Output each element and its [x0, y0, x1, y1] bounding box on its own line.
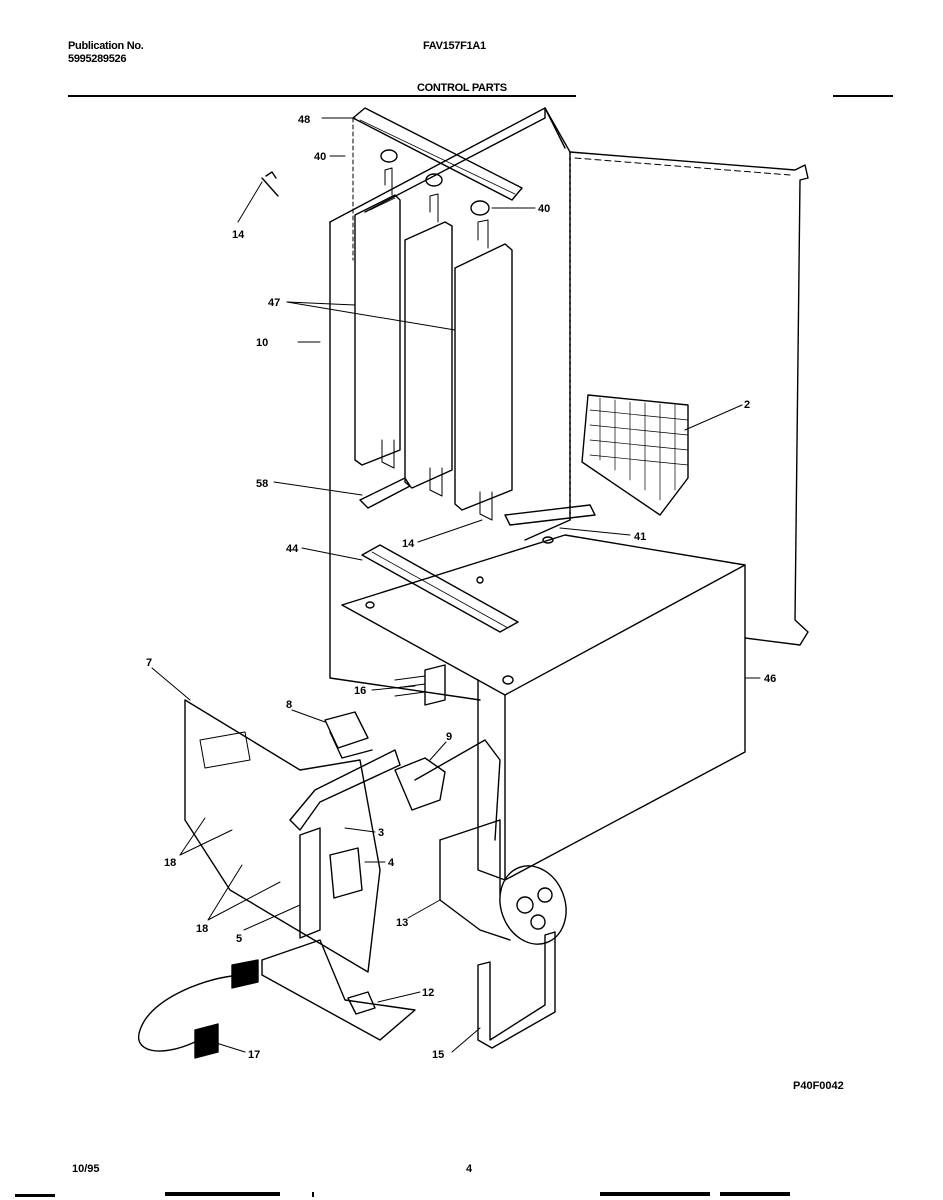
switch-panel: [184, 699, 381, 973]
header-rule-right: [833, 95, 893, 97]
switch-left: [324, 711, 373, 759]
clips: [380, 149, 490, 216]
callout-labels: 48 40 40 14 47 10 2 58 14 41 44 16 46 7 …: [146, 114, 776, 1061]
callout-17: 17: [248, 1049, 260, 1061]
callout-12: 12: [422, 987, 434, 999]
callout-7: 7: [146, 657, 152, 669]
switch-right: [394, 757, 446, 811]
callout-41: 41: [634, 531, 646, 543]
section-title: CONTROL PARTS: [417, 82, 507, 94]
callout-5: 5: [236, 933, 242, 945]
blower-wheel: [499, 865, 567, 945]
header-rule-left: [68, 95, 576, 97]
leader-lines: [151, 117, 761, 1053]
callout-18a: 18: [164, 857, 176, 869]
scan-edge-marks: [0, 1192, 943, 1198]
callout-10: 10: [256, 337, 268, 349]
support-plate: [299, 827, 321, 939]
callout-15: 15: [432, 1049, 444, 1061]
callout-46: 46: [764, 673, 776, 685]
page-number: 4: [466, 1163, 473, 1175]
lower-bracket-right: [504, 504, 596, 544]
wire-clip: [347, 991, 376, 1015]
filter-grille: [581, 394, 689, 516]
callout-18b: 18: [196, 923, 208, 935]
callout-48: 48: [298, 114, 310, 126]
callout-40a: 40: [314, 151, 326, 163]
callout-14a: 14: [232, 229, 245, 241]
callout-8: 8: [286, 699, 292, 711]
heater-element-3: [454, 219, 513, 521]
callout-4: 4: [388, 857, 395, 869]
callout-47: 47: [268, 297, 280, 309]
callout-40b: 40: [538, 203, 550, 215]
control-board-panel: [329, 107, 571, 701]
base-rail: [477, 931, 556, 1049]
terminal-block: [394, 664, 446, 706]
control-box: [341, 534, 746, 881]
callout-14b: 14: [402, 538, 415, 550]
publication-label: Publication No.: [68, 40, 144, 52]
model-number: FAV157F1A1: [423, 40, 486, 52]
callout-3: 3: [378, 827, 384, 839]
mounting-strap: [361, 544, 519, 633]
base-plate: [261, 939, 416, 1041]
cabinet-side-panel: [569, 151, 809, 646]
callout-44: 44: [286, 543, 299, 555]
callout-13: 13: [396, 917, 408, 929]
callout-58: 58: [256, 478, 268, 490]
top-bracket: [352, 107, 523, 261]
screw: [261, 171, 279, 197]
publication-number: 5995289526: [68, 53, 127, 65]
heater-element-2: [404, 193, 453, 497]
heater-element-1: [354, 167, 401, 469]
fan-motor-housing: [414, 739, 511, 941]
power-cord: [137, 959, 259, 1059]
shaft-bracket: [289, 749, 401, 831]
callout-9: 9: [446, 731, 452, 743]
diagram-code: P40F0042: [793, 1080, 844, 1092]
relay: [329, 847, 363, 899]
lower-bracket-left: [359, 477, 411, 509]
callout-16: 16: [354, 685, 366, 697]
callout-2: 2: [744, 399, 750, 411]
footer-date: 10/95: [72, 1163, 100, 1175]
